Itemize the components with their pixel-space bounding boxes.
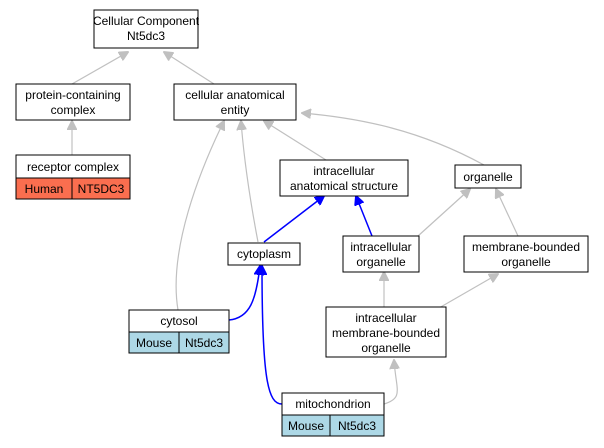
node-intracellular-membrane-bounded-organelle-line1: intracellular [355, 311, 416, 325]
edge-cytosol-to-cytoplasm [228, 266, 260, 321]
edge-intracellular-structure-to-cellular-anatomical [264, 121, 327, 161]
receptor-complex-gene-cell [71, 177, 131, 200]
node-mitochondrion[interactable]: mitochondrion Mouse Nt5dc3 [281, 392, 385, 437]
node-cytoplasm-label: cytoplasm [237, 247, 291, 261]
node-cellular-component-line1: Cellular Component [93, 14, 200, 28]
node-intracellular-organelle-line1: intracellular [350, 240, 411, 254]
node-receptor-complex-label: receptor complex [27, 160, 119, 174]
edge-intracellular-organelle-to-organelle [417, 189, 470, 237]
edge-intracellular-membrane-to-membrane-bounded [431, 274, 498, 313]
edge-cytoplasm-to-intracellular-structure [263, 196, 324, 243]
node-mitochondrion-label: mitochondrion [295, 397, 370, 411]
node-protein-containing-complex-line2: complex [51, 103, 96, 117]
receptor-complex-gene: NT5DC3 [78, 182, 125, 196]
edge-cellular-anatomical-to-cellular-component [164, 52, 215, 85]
node-protein-containing-complex[interactable]: protein-containing complex [15, 83, 131, 121]
edge-mitochondrion-to-cytoplasm [262, 266, 283, 405]
edge-intracellular-organelle-to-intracellular-structure [356, 196, 373, 237]
node-intracellular-organelle[interactable]: intracellular organelle [342, 235, 420, 273]
node-membrane-bounded-organelle-line2: organelle [501, 255, 551, 269]
mitochondrion-species: Mouse [288, 419, 324, 433]
edge-mitochondrion-to-intracellular-membrane [383, 360, 397, 405]
node-intracellular-anatomical-structure-line2: anatomical structure [290, 179, 398, 193]
node-intracellular-organelle-line2: organelle [356, 255, 406, 269]
edge-organelle-to-cellular-anatomical [302, 113, 485, 166]
node-cytosol-label: cytosol [160, 314, 197, 328]
node-cellular-anatomical-entity-line1: cellular anatomical [185, 88, 284, 102]
edge-cytosol-to-cellular-anatomical [175, 121, 224, 311]
node-receptor-complex[interactable]: receptor complex Human NT5DC3 [15, 154, 131, 200]
node-organelle-label: organelle [463, 170, 513, 184]
node-cellular-anatomical-entity[interactable]: cellular anatomical entity [173, 83, 297, 121]
edge-protein-complex-to-cellular-component [71, 52, 128, 85]
node-intracellular-membrane-bounded-organelle[interactable]: intracellular membrane-bounded organelle [325, 306, 447, 358]
node-cellular-component[interactable]: Cellular Component Nt5dc3 [93, 9, 200, 49]
cytosol-species: Mouse [136, 336, 172, 350]
mitochondrion-gene-cell [329, 414, 385, 437]
edge-membrane-bounded-to-organelle [496, 189, 519, 237]
node-intracellular-anatomical-structure-line1: intracellular [313, 164, 374, 178]
node-intracellular-membrane-bounded-organelle-line2: membrane-bounded [332, 326, 440, 340]
mitochondrion-gene: Nt5dc3 [338, 419, 376, 433]
node-membrane-bounded-organelle-line1: membrane-bounded [472, 240, 580, 254]
node-organelle[interactable]: organelle [454, 164, 522, 189]
receptor-complex-species: Human [25, 182, 64, 196]
edges [71, 52, 519, 405]
node-cellular-anatomical-entity-line2: entity [221, 103, 250, 117]
node-intracellular-membrane-bounded-organelle-line3: organelle [361, 341, 411, 355]
node-membrane-bounded-organelle[interactable]: membrane-bounded organelle [463, 235, 589, 273]
node-cellular-component-line2: Nt5dc3 [127, 29, 165, 43]
node-protein-containing-complex-line1: protein-containing [25, 88, 120, 102]
cytosol-gene-cell [178, 331, 230, 354]
node-cytoplasm[interactable]: cytoplasm [227, 242, 301, 266]
node-intracellular-anatomical-structure[interactable]: intracellular anatomical structure [279, 159, 409, 197]
cytosol-gene: Nt5dc3 [185, 336, 223, 350]
node-cytosol[interactable]: cytosol Mouse Nt5dc3 [128, 309, 230, 354]
edge-cytoplasm-to-cellular-anatomical [241, 121, 259, 243]
